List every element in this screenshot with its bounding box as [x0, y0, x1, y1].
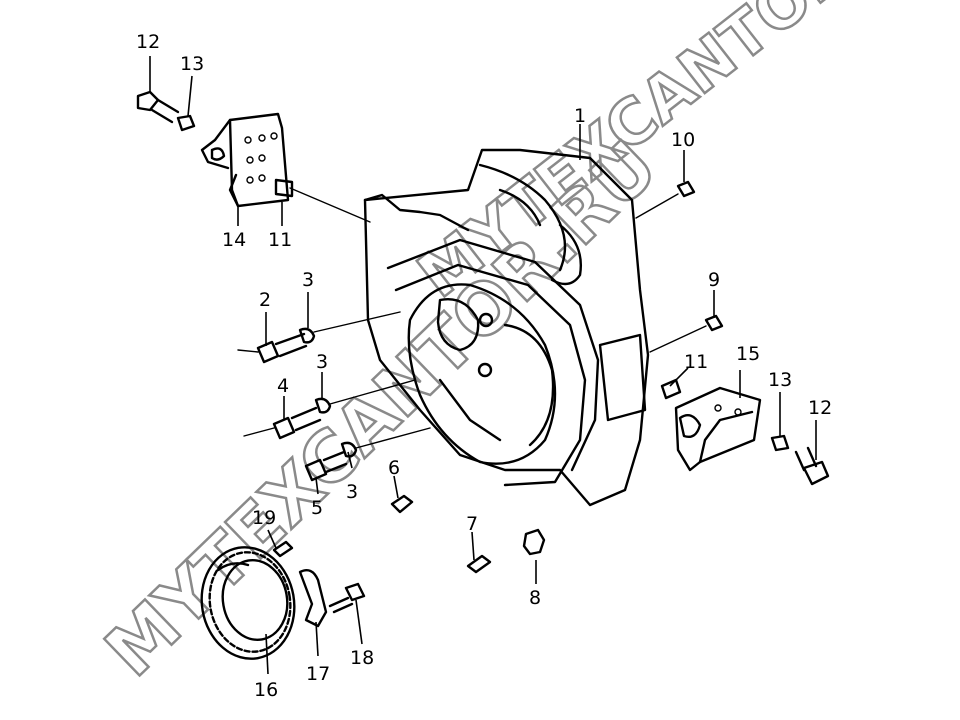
- callout-11b: 11: [684, 351, 708, 373]
- pin-7: [466, 554, 492, 574]
- callout-12a: 12: [136, 31, 160, 53]
- callout-9: 9: [708, 269, 720, 291]
- callout-11a: 11: [268, 229, 292, 251]
- callout-10: 10: [671, 129, 695, 151]
- assembly-line-4: [355, 427, 431, 449]
- nut-10: [676, 180, 696, 198]
- callout-7: 7: [466, 513, 478, 535]
- washer-13-right: [770, 434, 790, 452]
- bolt-18: [328, 582, 366, 614]
- plug-8: [522, 528, 546, 556]
- callout-13a: 13: [180, 53, 204, 75]
- callout-14: 14: [222, 229, 246, 251]
- callout-18: 18: [350, 647, 374, 669]
- assembly-line-1: [289, 187, 371, 223]
- flywheel-housing: [363, 148, 650, 507]
- bolt-5: [304, 450, 348, 482]
- callout-16: 16: [254, 679, 278, 701]
- callout-3b: 3: [316, 351, 328, 373]
- left-bracket: [200, 112, 290, 208]
- callout-1: 1: [574, 105, 586, 127]
- callout-17: 17: [306, 663, 330, 685]
- assembly-line-2: [313, 311, 401, 333]
- watermark-upper: MYTEXCANTOR.RU: [404, 0, 959, 312]
- callout-2: 2: [259, 289, 271, 311]
- callout-labels: 1 2 3 3 3 4 5 6 7 8 9 10 11 11 12 12 13 …: [136, 31, 832, 701]
- callout-8: 8: [529, 587, 541, 609]
- assembly-line-3: [329, 379, 416, 405]
- assembly-line-8: [243, 427, 275, 437]
- callout-leaders: [149, 56, 817, 675]
- pin-11-right: [660, 378, 682, 400]
- washer-3-a: [298, 327, 316, 344]
- callout-12b: 12: [808, 397, 832, 419]
- assembly-line-7: [237, 349, 259, 353]
- bolt-12-right: [794, 446, 830, 486]
- callout-5: 5: [311, 497, 323, 519]
- bolt-12-upper: [136, 90, 180, 124]
- callout-19: 19: [252, 507, 276, 529]
- callout-6: 6: [388, 457, 400, 479]
- pin-19: [272, 540, 294, 558]
- ring-gear: [200, 546, 296, 660]
- bolt-2: [256, 332, 308, 364]
- callout-15: 15: [736, 343, 760, 365]
- assembly-line-6: [649, 325, 707, 353]
- right-bracket: [674, 386, 762, 472]
- callout-3c: 3: [346, 481, 358, 503]
- callout-4: 4: [277, 375, 289, 397]
- callout-13b: 13: [768, 369, 792, 391]
- pin-6: [390, 494, 414, 514]
- pin-11-upper: [274, 178, 294, 198]
- nut-9: [704, 314, 724, 332]
- plate-17: [298, 569, 328, 628]
- assembly-line-5: [635, 193, 679, 219]
- watermark-diagonal: MYTEXCANTOR.RU: [90, 125, 673, 692]
- callout-3a: 3: [302, 269, 314, 291]
- washer-13-upper: [176, 114, 196, 132]
